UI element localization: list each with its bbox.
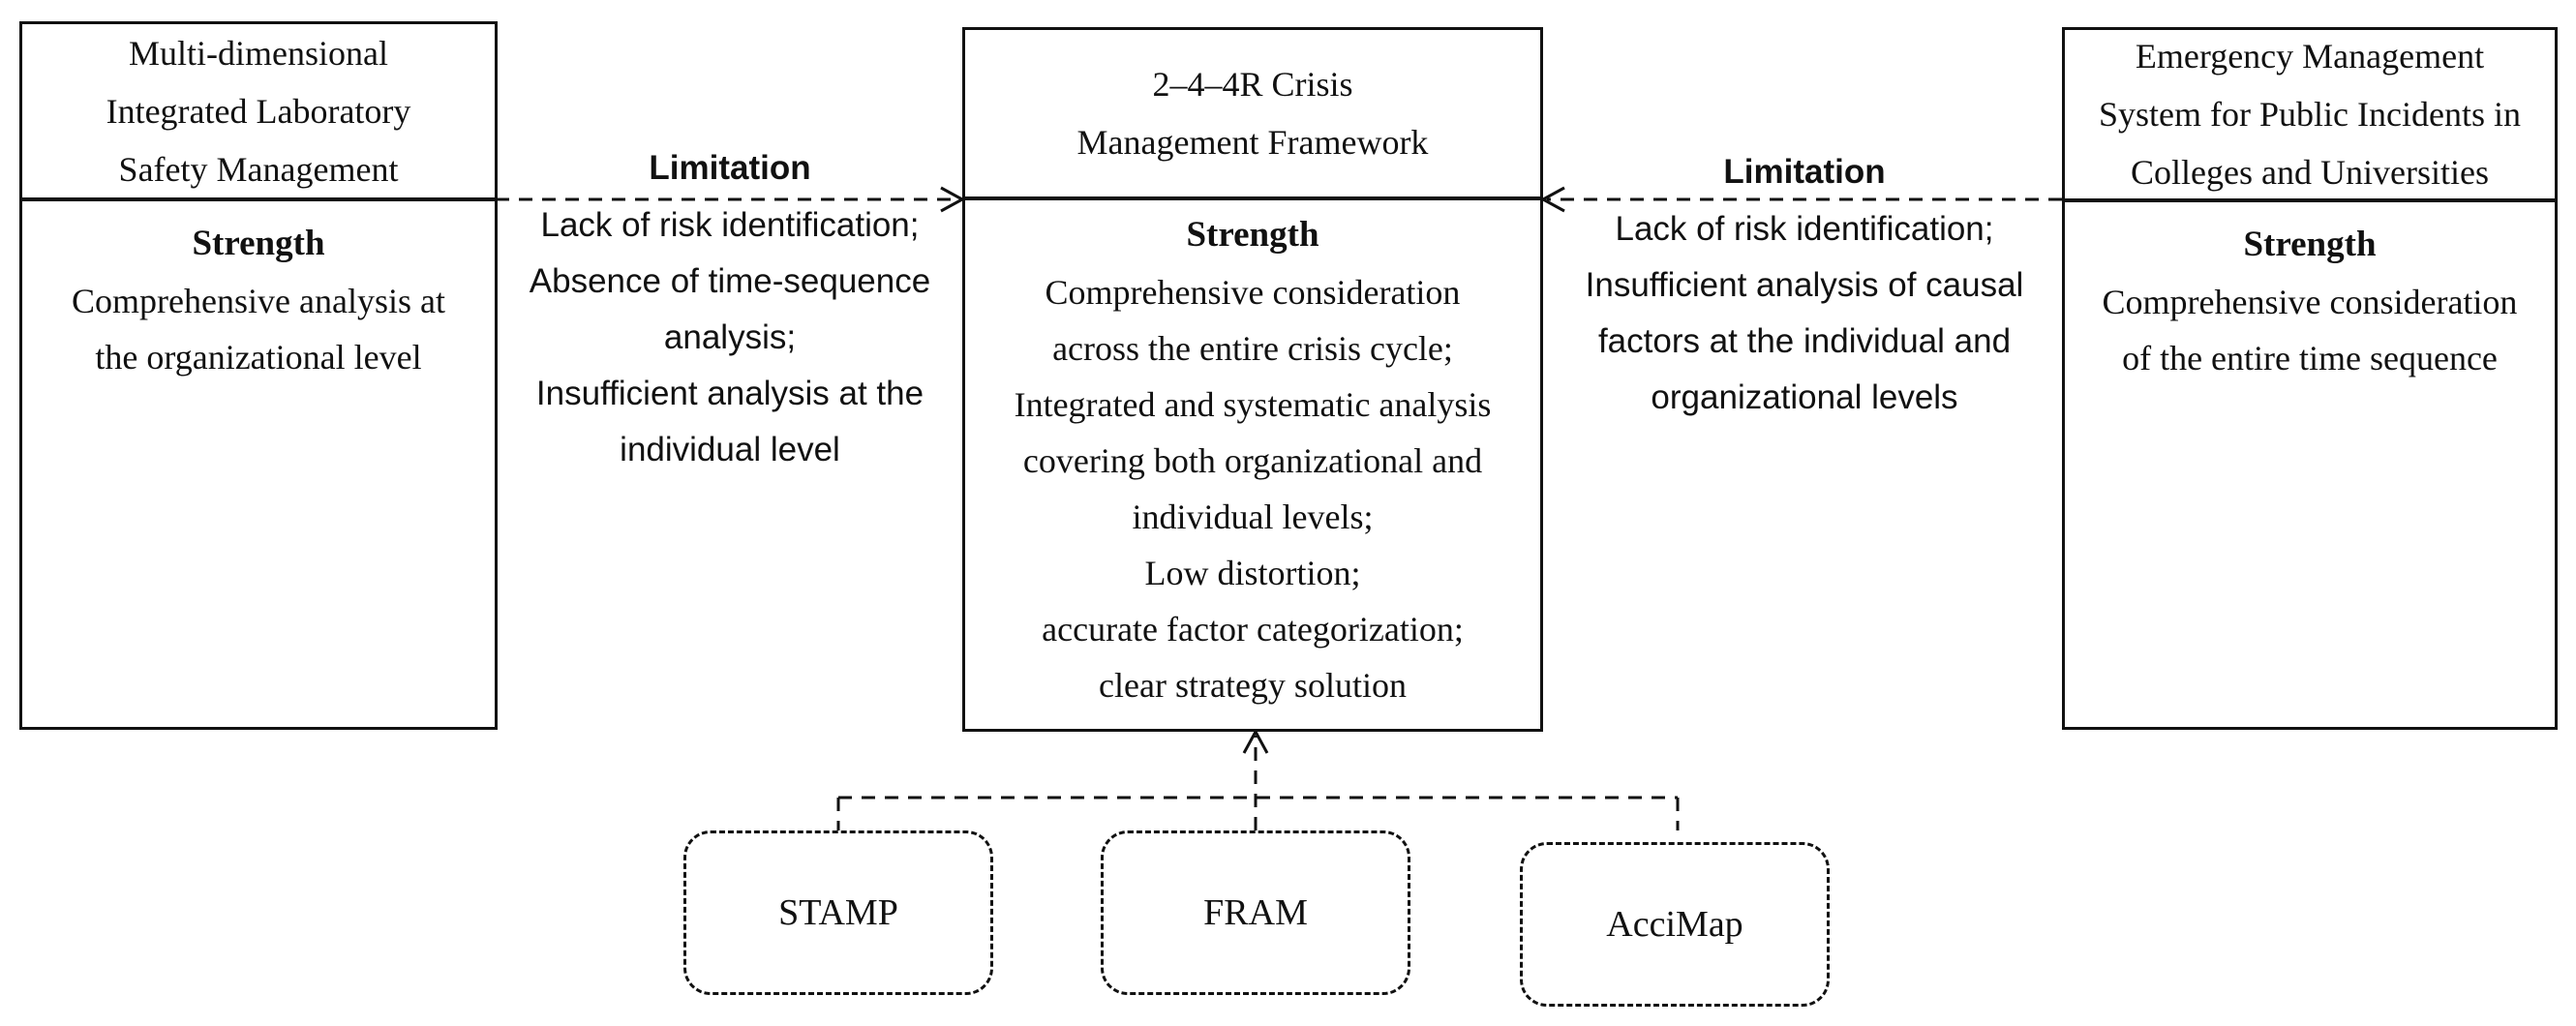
right-limitation-line: organizational levels <box>1651 378 1958 416</box>
left-strength-line: the organizational level <box>95 338 422 377</box>
methods-arrowhead <box>1242 728 1269 754</box>
center-strength-line: clear strategy solution <box>1099 666 1407 705</box>
multi-dimensional-lab-safety-box: Multi-dimensional Integrated Laboratory … <box>19 21 498 730</box>
left-limitation-line: Insufficient analysis at the <box>535 375 924 412</box>
center-box-title: 2–4–4R Crisis Management Framework <box>965 30 1540 200</box>
center-strength-line: individual levels; <box>1132 498 1374 536</box>
left-box-title: Multi-dimensional Integrated Laboratory … <box>22 24 495 201</box>
stamp-method-box: STAMP <box>683 830 993 995</box>
right-box-strength: Strength Comprehensive consideration of … <box>2065 202 2555 386</box>
center-strength-line: Comprehensive consideration <box>1045 273 1461 312</box>
left-limitation: Limitation Lack of risk identification; … <box>498 139 962 478</box>
right-limitation-arrowhead <box>1539 186 1565 213</box>
center-strength-line: Integrated and systematic analysis <box>1014 385 1492 424</box>
left-box-strength: Strength Comprehensive analysis at the o… <box>22 201 495 385</box>
fram-method-box: FRAM <box>1101 830 1410 995</box>
right-limitation-heading: Limitation <box>1723 153 1886 191</box>
center-strength-line: across the entire crisis cycle; <box>1052 329 1453 368</box>
right-limitation-line: Lack of risk identification; <box>1615 210 1994 248</box>
left-limitation-heading: Limitation <box>649 149 811 187</box>
center-strength-heading: Strength <box>1186 215 1319 255</box>
accimap-method-box: AcciMap <box>1520 842 1830 1007</box>
right-strength-heading: Strength <box>2243 225 2377 264</box>
left-limitation-line: Absence of time-sequence <box>529 262 931 300</box>
center-box-strength: Strength Comprehensive consideration acr… <box>965 200 1540 713</box>
emergency-management-system-box: Emergency Management System for Public I… <box>2062 27 2558 730</box>
right-strength-line: Comprehensive consideration <box>2102 283 2518 321</box>
left-limitation-line: individual level <box>620 431 840 468</box>
right-limitation-line: Insufficient analysis of causal <box>1585 266 2024 304</box>
left-strength-line: Comprehensive analysis at <box>72 282 445 320</box>
left-limitation-line: analysis; <box>663 318 797 356</box>
right-limitation: Limitation Lack of risk identification; … <box>1549 143 2060 426</box>
center-strength-line: covering both organizational and <box>1022 441 1483 480</box>
center-strength-line: Low distortion; <box>1144 554 1361 592</box>
left-limitation-line: Lack of risk identification; <box>540 206 920 244</box>
center-strength-line: accurate factor categorization; <box>1042 610 1464 649</box>
right-strength-line: of the entire time sequence <box>2122 339 2498 377</box>
crisis-management-framework-box: 2–4–4R Crisis Management Framework Stren… <box>962 27 1543 732</box>
right-limitation-line: factors at the individual and <box>1597 322 2012 360</box>
right-box-title: Emergency Management System for Public I… <box>2065 30 2555 202</box>
left-strength-heading: Strength <box>192 224 325 263</box>
